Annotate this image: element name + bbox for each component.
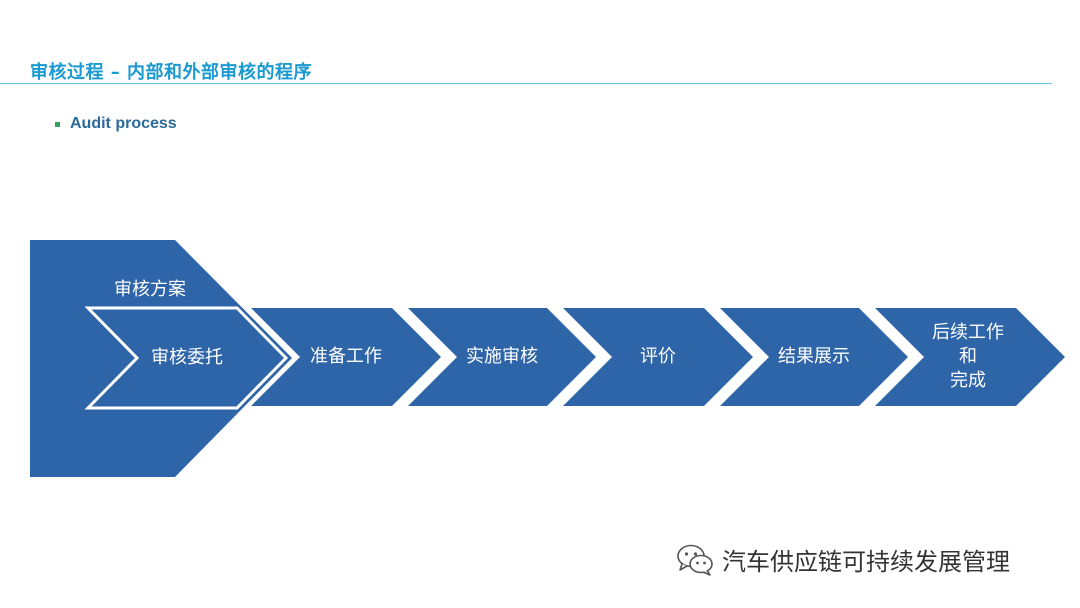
outer-stage-label: 审核方案 (114, 279, 186, 300)
watermark: 汽车供应链可持续发展管理 (676, 542, 1010, 577)
step-label-2: 准备工作 (310, 346, 382, 367)
step-label-3: 实施审核 (466, 346, 538, 367)
step-chevron-3 (408, 308, 596, 406)
step-label-4: 评价 (640, 346, 676, 367)
step-chevron-5 (720, 308, 908, 406)
step-label-1: 审核委托 (151, 347, 223, 368)
title-divider (0, 83, 1052, 84)
bullet-marker-icon (55, 122, 60, 127)
step-chevron-2 (251, 308, 441, 406)
step-chevron-6 (875, 308, 1065, 406)
slide-title: 审核过程 – 内部和外部审核的程序 (30, 62, 313, 83)
step-chevron-1 (84, 306, 289, 410)
watermark-text: 汽车供应链可持续发展管理 (722, 548, 1010, 576)
bullet-text: Audit process (70, 115, 177, 132)
wechat-icon (677, 544, 713, 576)
bullet-item: Audit process (55, 115, 177, 133)
step-label-5: 结果展示 (778, 346, 850, 367)
step-chevron-4 (563, 308, 753, 406)
step-label-6: 后续工作 和 完成 (932, 322, 1004, 391)
